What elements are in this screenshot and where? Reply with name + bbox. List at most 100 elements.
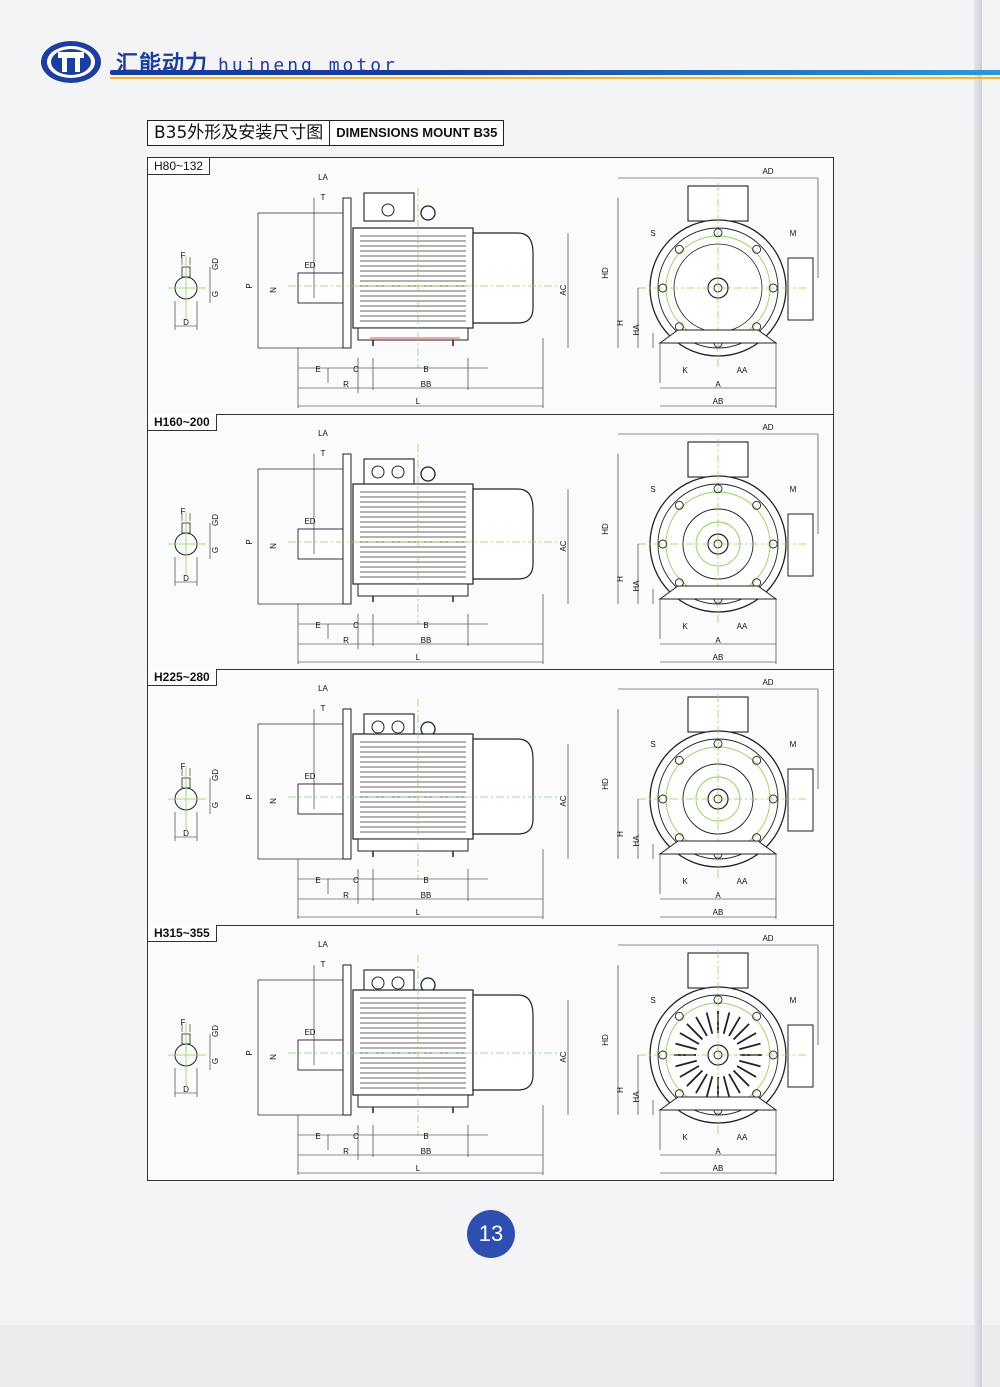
dim-label-hd: HD: [601, 1034, 610, 1046]
dim-label-gd: GD: [211, 513, 220, 525]
front-view: [617, 177, 819, 408]
dim-label-ed: ED: [304, 517, 315, 526]
dim-label-t: T: [321, 193, 326, 202]
dim-label-a: A: [715, 1147, 721, 1156]
dim-label-h: H: [616, 831, 625, 837]
dim-label-p: P: [245, 539, 254, 544]
page-number: 13: [467, 1210, 515, 1258]
dim-label-t: T: [321, 704, 326, 713]
dim-label-f: F: [181, 762, 186, 771]
dim-label-a: A: [715, 380, 721, 389]
dim-label-bb: BB: [421, 891, 432, 900]
title-en: DIMENSIONS MOUNT B35: [336, 125, 498, 140]
dim-label-n: N: [269, 542, 278, 548]
dim-label-h: H: [616, 575, 625, 581]
title-cn: B35外形及安装尺寸图: [148, 121, 331, 145]
dim-label-e: E: [315, 621, 320, 630]
dim-label-p: P: [245, 1050, 254, 1055]
dim-label-s: S: [650, 485, 655, 494]
dim-label-g: G: [211, 546, 220, 552]
dim-label-gd: GD: [211, 258, 220, 270]
dim-label-aa: AA: [737, 366, 748, 375]
dim-label-ab: AB: [713, 653, 724, 662]
dim-label-g: G: [211, 291, 220, 297]
dim-label-k: K: [682, 877, 688, 886]
dim-label-d: D: [183, 1085, 189, 1094]
dim-label-c: C: [353, 621, 359, 630]
dim-label-ad: AD: [762, 934, 773, 943]
dim-label-bb: BB: [421, 380, 432, 389]
front-view: [617, 688, 819, 919]
dim-label-g: G: [211, 802, 220, 808]
dim-label-ha: HA: [632, 835, 641, 847]
section-label: H80~132: [148, 158, 211, 175]
dim-label-hd: HD: [601, 523, 610, 535]
dim-label-gd: GD: [211, 1024, 220, 1036]
dim-label-b: B: [423, 621, 428, 630]
dim-label-c: C: [353, 876, 359, 885]
dim-label-t: T: [321, 960, 326, 969]
dim-label-m: M: [790, 740, 797, 749]
side-view: [257, 954, 569, 1175]
dim-label-aa: AA: [737, 1133, 748, 1142]
header-rule: [110, 70, 1000, 75]
dim-label-ac: AC: [559, 795, 568, 806]
dim-label-m: M: [790, 485, 797, 494]
section-label: H225~280: [148, 669, 217, 686]
shaft-end-view: [168, 511, 211, 586]
dim-label-la: LA: [318, 940, 328, 949]
page-side-edge: [974, 0, 982, 1387]
dim-label-ab: AB: [713, 1164, 724, 1173]
dim-label-m: M: [790, 996, 797, 1005]
dim-label-ha: HA: [632, 324, 641, 336]
dim-label-p: P: [245, 794, 254, 799]
dim-label-aa: AA: [737, 877, 748, 886]
section-label: H160~200: [148, 413, 217, 431]
dim-label-n: N: [269, 798, 278, 804]
dim-label-l: L: [416, 1164, 421, 1173]
dim-label-bb: BB: [421, 636, 432, 645]
dim-label-ab: AB: [713, 397, 724, 406]
section-label: H315~355: [148, 924, 217, 942]
dim-label-g: G: [211, 1057, 220, 1063]
dim-label-r: R: [343, 636, 349, 645]
dim-label-k: K: [682, 366, 688, 375]
header-accent-rule: [110, 77, 1000, 79]
dim-label-d: D: [183, 829, 189, 838]
shaft-end-view: [168, 767, 211, 841]
dim-label-d: D: [183, 574, 189, 583]
dim-label-ac: AC: [559, 284, 568, 295]
dim-label-h: H: [616, 320, 625, 326]
dim-label-b: B: [423, 365, 428, 374]
dim-label-ha: HA: [632, 1090, 641, 1102]
page-bottom-edge: [0, 1325, 1000, 1387]
dim-label-r: R: [343, 380, 349, 389]
side-view: [257, 188, 569, 408]
dim-label-f: F: [181, 1018, 186, 1027]
dim-label-b: B: [423, 876, 428, 885]
dim-label-ed: ED: [304, 772, 315, 781]
shaft-end-view: [168, 1022, 211, 1097]
dim-label-f: F: [181, 507, 186, 516]
dim-label-r: R: [343, 1147, 349, 1156]
dim-label-b: B: [423, 1132, 428, 1141]
dim-label-ad: AD: [762, 423, 773, 432]
dim-label-ed: ED: [304, 1028, 315, 1037]
front-view: [617, 944, 819, 1175]
dim-label-a: A: [715, 636, 721, 645]
front-view: [617, 433, 819, 664]
dim-label-n: N: [269, 287, 278, 293]
dim-label-ac: AC: [559, 540, 568, 551]
dim-label-ab: AB: [713, 908, 724, 917]
dim-label-gd: GD: [211, 769, 220, 781]
dim-label-m: M: [790, 229, 797, 238]
dim-label-ad: AD: [762, 167, 773, 176]
dim-label-t: T: [321, 449, 326, 458]
